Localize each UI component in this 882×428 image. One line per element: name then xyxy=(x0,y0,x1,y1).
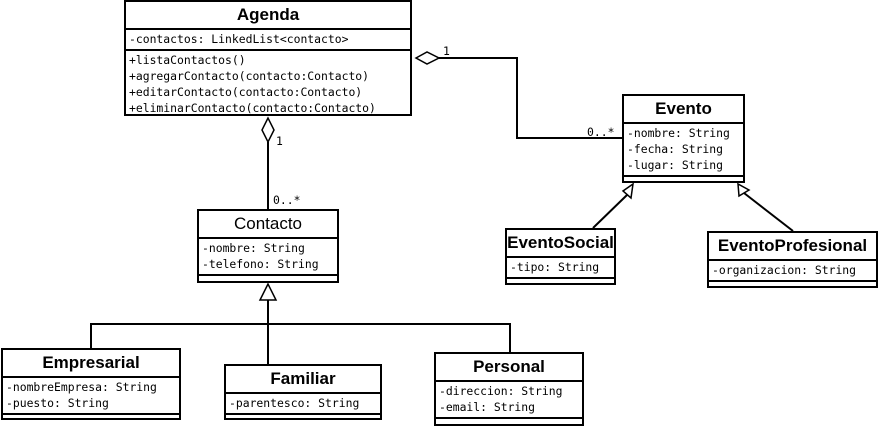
class-agenda-name: Agenda xyxy=(126,2,410,30)
class-agenda-attributes: -contactos: LinkedList<contacto> xyxy=(126,30,410,51)
agenda-contacto-source-multiplicity: 1 xyxy=(276,134,283,148)
class-familiar: Familiar -parentesco: String xyxy=(224,364,382,420)
class-agenda-attribute: -contactos: LinkedList<contacto> xyxy=(129,32,349,46)
agenda-evento-target-multiplicity: 0..* xyxy=(587,125,615,139)
class-empresarial-attribute: -puesto: String xyxy=(6,396,109,410)
class-evento-social-methods xyxy=(507,279,614,286)
class-evento-profesional-attributes: -organizacion: String xyxy=(709,261,876,282)
class-evento-profesional-attribute: -organizacion: String xyxy=(712,263,857,277)
agenda-contacto-aggregation-diamond xyxy=(261,116,275,144)
class-empresarial-attribute: -nombreEmpresa: String xyxy=(6,380,157,394)
class-contacto: Contacto -nombre: String -telefono: Stri… xyxy=(197,209,339,283)
class-personal: Personal -direccion: String -email: Stri… xyxy=(434,352,584,426)
class-empresarial: Empresarial -nombreEmpresa: String -pues… xyxy=(1,348,181,420)
agenda-evento-aggregation-diamond xyxy=(414,51,441,65)
class-familiar-name: Familiar xyxy=(226,366,380,394)
class-evento-social: EventoSocial -tipo: String xyxy=(505,228,616,285)
class-evento-attribute: -lugar: String xyxy=(627,158,724,172)
class-empresarial-methods xyxy=(3,415,179,420)
agenda-evento-aggregation-line xyxy=(439,57,622,139)
eventosocial-inheritance-line xyxy=(592,194,628,229)
eventosocial-generalization-arrow xyxy=(621,182,634,200)
class-evento-attribute: -fecha: String xyxy=(627,142,724,156)
class-contacto-name: Contacto xyxy=(199,211,337,239)
agenda-contacto-target-multiplicity: 0..* xyxy=(273,193,301,207)
class-contacto-attribute: -nombre: String xyxy=(202,241,305,255)
class-evento-social-name: EventoSocial xyxy=(507,230,614,258)
class-evento-social-attributes: -tipo: String xyxy=(507,258,614,279)
class-agenda-method: +eliminarContacto(contacto:Contacto) xyxy=(129,101,376,115)
class-familiar-attributes: -parentesco: String xyxy=(226,394,380,415)
class-personal-attributes: -direccion: String -email: String xyxy=(436,382,582,419)
class-agenda-method: +listaContactos() xyxy=(129,53,246,67)
class-agenda-methods: +listaContactos() +agregarContacto(conta… xyxy=(126,51,410,118)
class-agenda: Agenda -contactos: LinkedList<contacto> … xyxy=(124,0,412,116)
class-evento-attribute: -nombre: String xyxy=(627,126,730,140)
agenda-evento-source-multiplicity: 1 xyxy=(443,44,450,58)
class-familiar-methods xyxy=(226,415,380,420)
class-personal-attribute: -direccion: String xyxy=(439,384,563,398)
class-evento: Evento -nombre: String -fecha: String -l… xyxy=(622,94,745,183)
personal-inheritance-line xyxy=(268,323,511,352)
eventoprofesional-generalization-arrow xyxy=(737,182,751,198)
class-empresarial-name: Empresarial xyxy=(3,350,179,378)
class-personal-methods xyxy=(436,419,582,424)
class-personal-attribute: -email: String xyxy=(439,400,536,414)
class-contacto-attributes: -nombre: String -telefono: String xyxy=(199,239,337,276)
class-evento-social-attribute: -tipo: String xyxy=(510,260,600,274)
class-evento-name: Evento xyxy=(624,96,743,124)
class-contacto-methods xyxy=(199,276,337,283)
class-contacto-attribute: -telefono: String xyxy=(202,257,319,271)
class-personal-name: Personal xyxy=(436,354,582,382)
class-agenda-method: +editarContacto(contacto:Contacto) xyxy=(129,85,363,99)
contacto-generalization-arrow xyxy=(258,282,278,301)
class-evento-attributes: -nombre: String -fecha: String -lugar: S… xyxy=(624,124,743,177)
empresarial-inheritance-line xyxy=(90,323,268,348)
class-evento-profesional-name: EventoProfesional xyxy=(709,233,876,261)
class-agenda-method: +agregarContacto(contacto:Contacto) xyxy=(129,69,370,83)
class-evento-profesional-methods xyxy=(709,282,876,289)
class-familiar-attribute: -parentesco: String xyxy=(229,396,360,410)
eventoprofesional-inheritance-line xyxy=(743,192,794,232)
class-evento-profesional: EventoProfesional -organizacion: String xyxy=(707,231,878,288)
class-empresarial-attributes: -nombreEmpresa: String -puesto: String xyxy=(3,378,179,415)
class-evento-methods xyxy=(624,177,743,184)
